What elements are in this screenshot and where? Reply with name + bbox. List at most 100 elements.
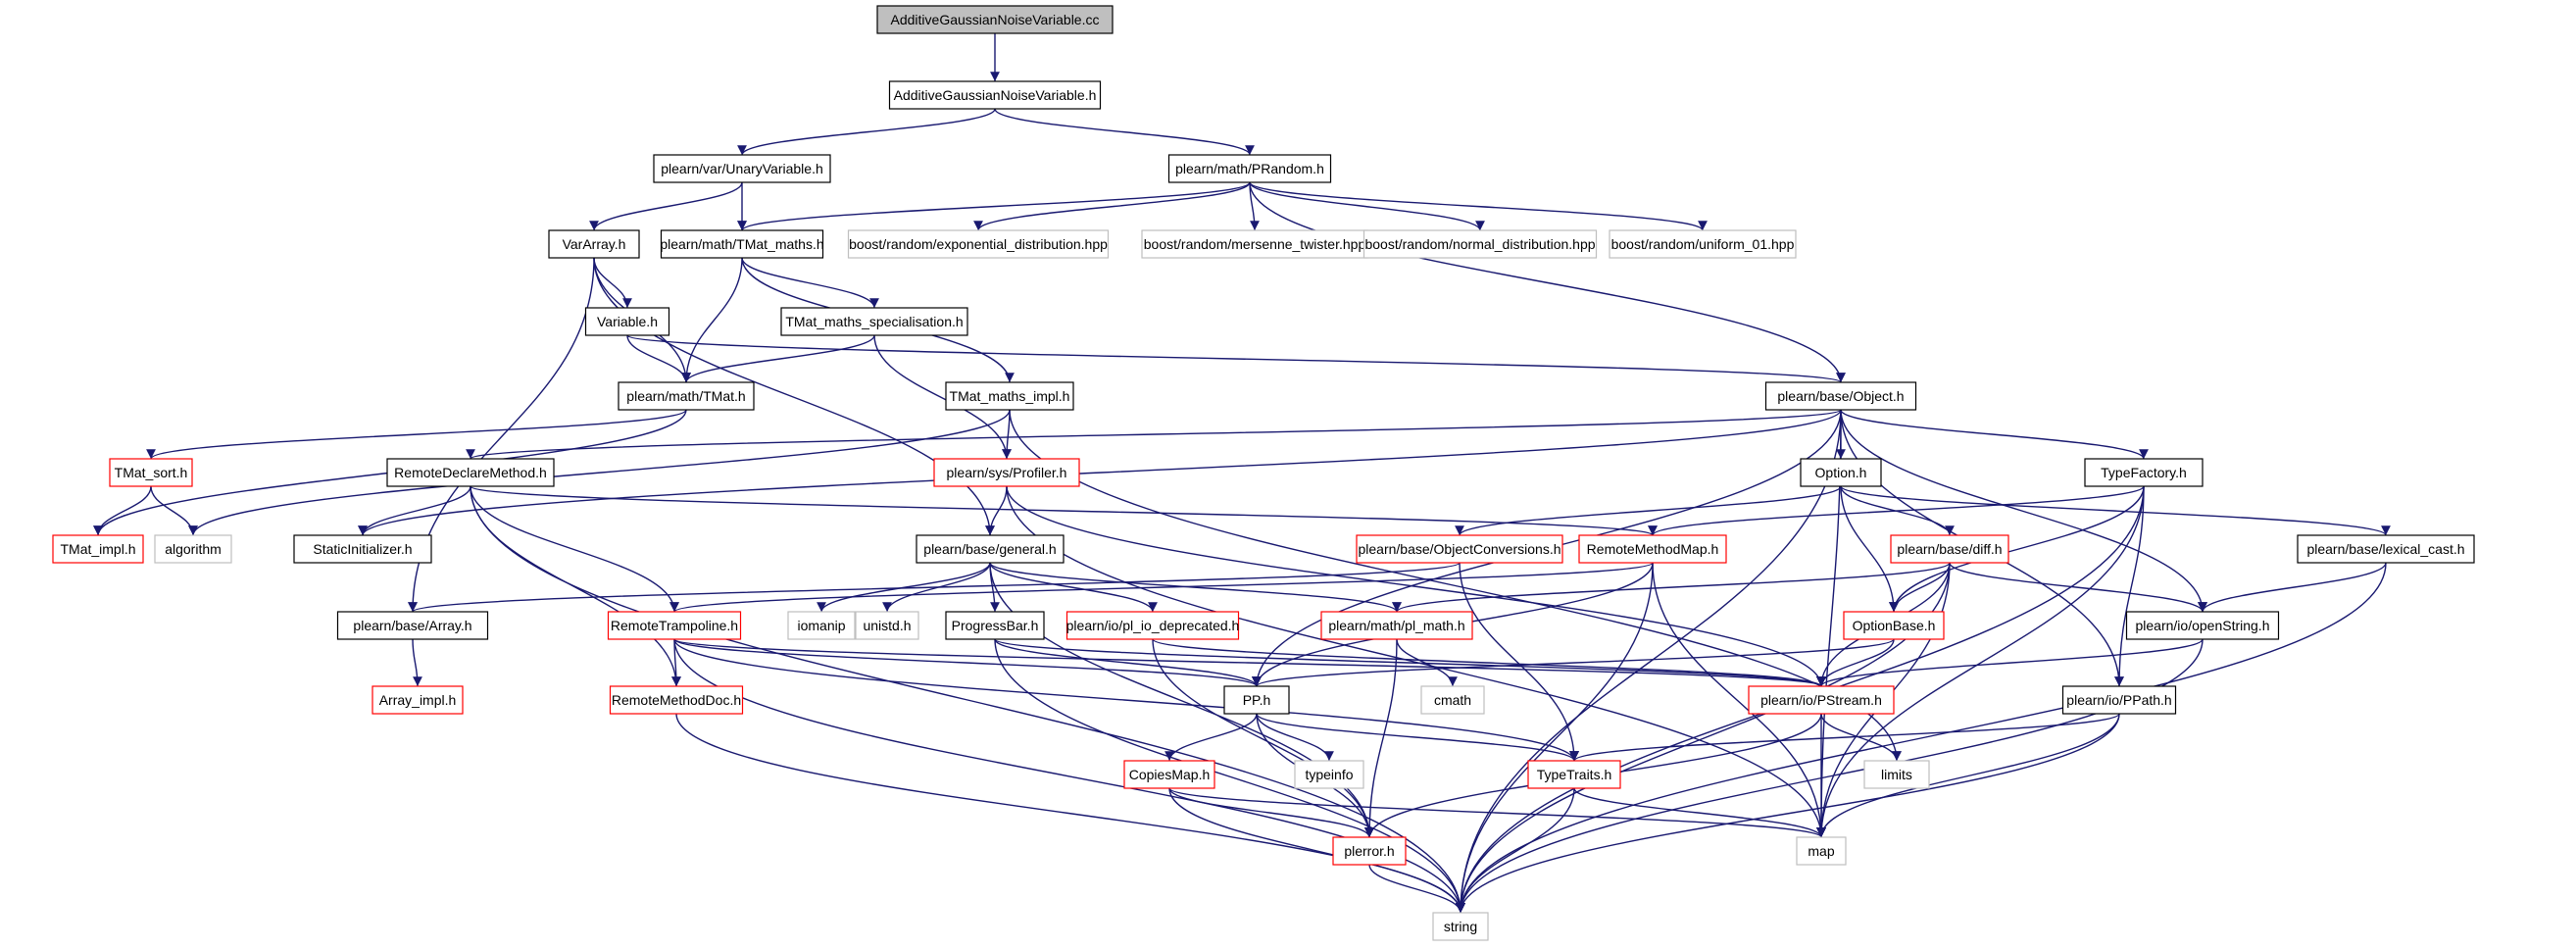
node-label: boost/random/uniform_01.hpp [1611,236,1795,252]
node-label: plearn/io/PStream.h [1760,692,1882,708]
edge-tmat_maths-to-tmat_spec [741,257,879,309]
node-array[interactable]: plearn/base/Array.h [336,611,489,640]
node-copiesmap[interactable]: CopiesMap.h [1123,760,1215,789]
node-openstring[interactable]: plearn/io/openString.h [2125,611,2280,640]
node-typetraits[interactable]: TypeTraits.h [1527,760,1621,789]
node-box [1796,836,1847,866]
node-tmat_impl[interactable]: TMat_maths_impl.h [945,381,1074,411]
node-tmat_maths[interactable]: plearn/math/TMat_maths.h [660,229,824,259]
edge-option-to-objconv [1455,485,1842,536]
node-label: StaticInitializer.h [313,541,412,557]
node-label: RemoteDeclareMethod.h [394,465,547,480]
edge-profiler-to-pstream [1006,485,1826,687]
edge-tmat_sort-to-tmat_impl_h [93,485,152,536]
edge-pl_io_dep-to-pstream [1152,638,1826,687]
node-label: Array_impl.h [379,692,457,708]
node-perror[interactable]: plerror.h [1332,836,1407,866]
node-profiler[interactable]: plearn/sys/Profiler.h [933,458,1080,487]
node-label: typeinfo [1305,767,1353,782]
node-label: plearn/math/pl_math.h [1328,618,1464,633]
node-label: TMat_maths_specialisation.h [785,314,963,329]
edge-rdm-to-rtramp [470,485,679,613]
node-root[interactable]: AdditiveGaussianNoiseVariable.cc [876,5,1114,34]
node-label: limits [1881,767,1912,782]
edge-variable-to-object [626,334,1846,383]
node-box [945,611,1045,640]
edge-prandom-to-object [1249,181,1846,383]
edge-ppath-to-typetraits [1569,713,2120,762]
node-pstream[interactable]: plearn/io/PStream.h [1748,685,1895,715]
node-tmat[interactable]: plearn/math/TMat.h [618,381,755,411]
node-box [780,307,968,336]
edge-optionbase-to-pp [1252,638,1895,687]
edge-object-to-string [1456,409,1842,914]
node-staticinit[interactable]: StaticInitializer.h [293,534,432,564]
edge-rmm-to-rtramp [669,562,1654,613]
node-objconv[interactable]: plearn/base/ObjectConversions.h [1356,534,1563,564]
edge-lexcast-to-openstring [2198,562,2387,613]
node-agnv_h[interactable]: AdditiveGaussianNoiseVariable.h [888,80,1102,110]
edge-rtramp-to-pstream [673,638,1826,687]
node-optionbase[interactable]: OptionBase.h [1843,611,1945,640]
node-prandom[interactable]: plearn/math/PRandom.h [1167,154,1332,183]
node-label: plearn/math/TMat_maths.h [660,236,823,252]
node-rmdoc[interactable]: RemoteMethodDoc.h [609,685,744,715]
edge-copiesmap-to-perror [1168,787,1374,838]
edge-pp-to-typeinfo [1256,713,1334,762]
node-option[interactable]: Option.h [1800,458,1882,487]
node-lexcast[interactable]: plearn/base/lexical_cast.h [2297,534,2475,564]
node-label: plerror.h [1344,843,1394,859]
edge-pl_math-to-cmath [1396,638,1458,687]
node-box [653,154,831,183]
edge-lexcast-to-string [1456,562,2387,914]
node-box [787,611,856,640]
node-box [1800,458,1882,487]
node-box [293,534,432,564]
node-box [1420,685,1485,715]
node-label: plearn/base/diff.h [1897,541,2002,557]
node-label: cmath [1434,692,1471,708]
node-variable[interactable]: Variable.h [584,307,670,336]
edge-tmat_sort-to-algorithm [150,485,198,536]
node-iomanip: iomanip [787,611,856,640]
edge-openstring-to-pstream [1816,638,2204,687]
node-general[interactable]: plearn/base/general.h [916,534,1065,564]
node-label: TMat_maths_impl.h [950,388,1070,404]
node-pp[interactable]: PP.h [1223,685,1290,715]
node-box [933,458,1080,487]
node-label: Option.h [1815,465,1867,480]
edge-copiesmap-to-map [1168,787,1826,838]
edge-prandom-to-b_exp [973,181,1251,231]
node-object[interactable]: plearn/base/Object.h [1764,381,1917,411]
node-pl_math[interactable]: plearn/math/pl_math.h [1320,611,1473,640]
node-array_impl[interactable]: Array_impl.h [372,685,464,715]
edge-array-to-array_impl [412,638,422,687]
node-vararray[interactable]: VarArray.h [548,229,640,259]
node-tmat_impl_h[interactable]: TMat_impl.h [52,534,144,564]
node-tmat_sort[interactable]: TMat_sort.h [109,458,193,487]
node-unaryvar[interactable]: plearn/var/UnaryVariable.h [653,154,831,183]
node-rdm[interactable]: RemoteDeclareMethod.h [386,458,555,487]
node-progress[interactable]: ProgressBar.h [945,611,1045,640]
edge-optionbase-to-pstream [1816,638,1895,687]
node-label: VarArray.h [563,236,626,252]
node-label: TMat_impl.h [60,541,135,557]
node-tmat_spec[interactable]: TMat_maths_specialisation.h [780,307,968,336]
node-label: TypeTraits.h [1537,767,1612,782]
edge-typetraits-to-string [1456,787,1575,914]
node-diff[interactable]: plearn/base/diff.h [1890,534,2009,564]
node-label: RemoteTrampoline.h [611,618,738,633]
node-label: plearn/sys/Profiler.h [947,465,1067,480]
node-box [1362,229,1598,259]
node-typefactory[interactable]: TypeFactory.h [2084,458,2204,487]
edge-tmat_spec-to-tmat [681,334,875,383]
node-label: TMat_sort.h [115,465,188,480]
edge-option-to-optionbase [1840,485,1899,613]
node-rmm[interactable]: RemoteMethodMap.h [1578,534,1727,564]
edge-tmat_impl-to-profiler [1002,409,1012,460]
node-ppath[interactable]: plearn/io/PPath.h [2061,685,2177,715]
node-rtramp[interactable]: RemoteTrampoline.h [607,611,742,640]
node-pl_io_dep[interactable]: plearn/io/pl_io_deprecated.h [1066,611,1240,640]
node-label: ProgressBar.h [952,618,1039,633]
edge-agnv_h-to-unaryvar [737,108,996,156]
